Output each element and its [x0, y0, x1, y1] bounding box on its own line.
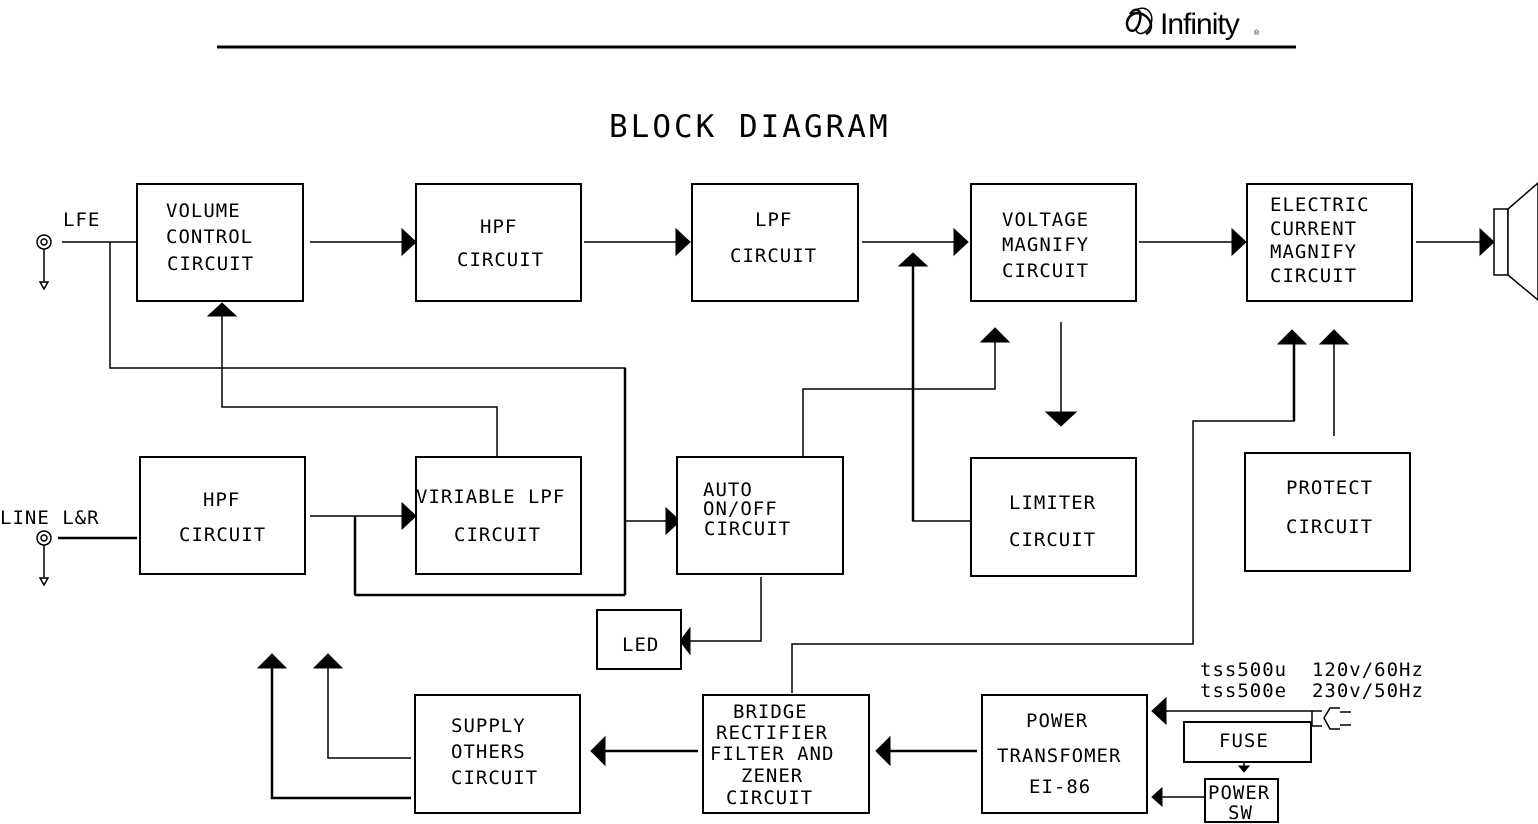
- arrow-right-icon: [401, 501, 417, 531]
- block-bridge-rectifier: BRIDGE RECTIFIER FILTER AND ZENER CIRCUI…: [702, 694, 870, 814]
- power-plug-icon: [1323, 707, 1351, 730]
- svg-text:MAGNIFY: MAGNIFY: [1002, 234, 1089, 256]
- arrow-down-icon: [1044, 411, 1078, 427]
- arrow-up-icon: [206, 302, 238, 317]
- svg-text:CIRCUIT: CIRCUIT: [1002, 260, 1089, 282]
- power-spec-us: tss500u 120v/60Hz: [1200, 659, 1424, 681]
- wire-supply-out2: [270, 668, 411, 800]
- arrow-up-icon: [256, 653, 288, 669]
- svg-text:VOLUME: VOLUME: [166, 200, 241, 222]
- block-limiter: LIMITER CIRCUIT: [970, 457, 1137, 577]
- block-auto-onoff: AUTO ON/OFF CIRCUIT: [676, 456, 844, 575]
- svg-text:CIRCUIT: CIRCUIT: [179, 524, 266, 546]
- block-hpf-bottom: HPF CIRCUIT: [139, 456, 306, 575]
- svg-text:CIRCUIT: CIRCUIT: [167, 253, 254, 275]
- svg-text:OTHERS: OTHERS: [451, 741, 526, 763]
- line-input-label: LINE L&R: [0, 507, 100, 529]
- brand-logo: Infinity ®: [1125, 7, 1260, 41]
- svg-text:FILTER AND: FILTER AND: [710, 743, 834, 765]
- lfe-jack-icon: [36, 234, 52, 291]
- arrow-left-icon: [1151, 786, 1163, 808]
- block-hpf-top: HPF CIRCUIT: [415, 183, 582, 302]
- arrowheads: [206, 227, 1495, 808]
- brand-name: Infinity: [1160, 8, 1240, 41]
- svg-text:HPF: HPF: [203, 489, 240, 511]
- svg-text:HPF: HPF: [480, 216, 517, 238]
- block-volume-control: VOLUME CONTROL CIRCUIT: [136, 183, 304, 302]
- arrow-up-icon: [897, 252, 929, 267]
- block-power-transformer: POWER TRANSFOMER EI-86: [981, 694, 1148, 814]
- svg-text:ZENER: ZENER: [741, 765, 803, 787]
- svg-text:ON/OFF: ON/OFF: [703, 498, 778, 520]
- svg-text:BRIDGE: BRIDGE: [733, 701, 808, 723]
- arrow-right-icon: [665, 506, 681, 536]
- svg-text:CURRENT: CURRENT: [1270, 218, 1357, 240]
- lfe-input-label: LFE: [63, 209, 100, 231]
- svg-text:CONTROL: CONTROL: [166, 226, 253, 248]
- wire-auto-led: [690, 577, 762, 642]
- arrow-left-icon: [1151, 696, 1167, 726]
- block-protect: PROTECT CIRCUIT: [1244, 452, 1411, 572]
- arrow-up-icon: [1318, 329, 1350, 345]
- svg-text:POWER: POWER: [1026, 710, 1088, 732]
- arrow-right-icon: [675, 227, 691, 257]
- svg-text:CIRCUIT: CIRCUIT: [451, 767, 538, 789]
- arrow-up-icon: [312, 653, 344, 669]
- wire-limiter-feedback: [912, 266, 970, 522]
- svg-text:CIRCUIT: CIRCUIT: [1009, 529, 1096, 551]
- block-supply-others: SUPPLY OTHERS CIRCUIT: [414, 694, 581, 814]
- registered-mark: ®: [1254, 29, 1260, 37]
- svg-text:LPF: LPF: [755, 209, 792, 231]
- svg-text:POWER: POWER: [1208, 782, 1270, 804]
- svg-text:SW: SW: [1228, 802, 1253, 824]
- svg-text:CIRCUIT: CIRCUIT: [1270, 265, 1357, 287]
- block-voltage-magnify: VOLTAGE MAGNIFY CIRCUIT: [970, 183, 1137, 302]
- svg-text:TRANSFOMER: TRANSFOMER: [997, 745, 1121, 767]
- svg-text:PROTECT: PROTECT: [1286, 477, 1373, 499]
- svg-text:RECTIFIER: RECTIFIER: [716, 722, 828, 744]
- svg-text:MAGNIFY: MAGNIFY: [1270, 241, 1357, 263]
- svg-text:ELECTRIC: ELECTRIC: [1270, 194, 1370, 216]
- arrow-left-icon: [679, 626, 691, 656]
- block-electric-current-magnify: ELECTRIC CURRENT MAGNIFY CIRCUIT: [1246, 183, 1413, 302]
- speaker-icon: [1493, 182, 1538, 301]
- wire-varlpf-volume: [221, 315, 498, 457]
- svg-text:VIRIABLE LPF: VIRIABLE LPF: [416, 486, 565, 508]
- arrow-up-icon: [979, 327, 1011, 343]
- svg-text:LIMITER: LIMITER: [1009, 492, 1096, 514]
- arrow-left-icon: [875, 735, 891, 767]
- connections: [58, 241, 1480, 800]
- svg-text:EI-86: EI-86: [1029, 776, 1091, 798]
- block-lpf: LPF CIRCUIT: [691, 183, 859, 302]
- arrow-right-icon: [1479, 227, 1495, 257]
- arrow-down-icon: [1237, 765, 1251, 773]
- svg-text:SUPPLY: SUPPLY: [451, 715, 526, 737]
- block-led: LED: [596, 609, 682, 670]
- svg-text:VOLTAGE: VOLTAGE: [1002, 209, 1089, 231]
- wire-auto-voltage: [802, 342, 996, 457]
- power-spec-eu: tss500e 230v/50Hz: [1200, 680, 1424, 702]
- line-jack-icon: [36, 530, 52, 587]
- arrow-right-icon: [401, 227, 417, 257]
- page-title: BLOCK DIAGRAM: [609, 109, 891, 145]
- arrow-up-icon: [1276, 329, 1308, 345]
- svg-text:LED: LED: [622, 634, 659, 656]
- block-fuse: FUSE: [1183, 721, 1312, 763]
- svg-text:CIRCUIT: CIRCUIT: [454, 524, 541, 546]
- svg-text:FUSE: FUSE: [1219, 730, 1269, 752]
- wire-supply-out1: [327, 668, 411, 759]
- arrow-right-icon: [953, 227, 969, 257]
- block-power-switch: POWER SW: [1204, 778, 1279, 824]
- arrow-right-icon: [1231, 227, 1247, 257]
- block-variable-lpf: VIRIABLE LPF CIRCUIT: [415, 456, 582, 575]
- svg-text:CIRCUIT: CIRCUIT: [730, 245, 817, 267]
- svg-text:CIRCUIT: CIRCUIT: [726, 787, 813, 809]
- arrow-left-icon: [590, 735, 606, 767]
- svg-text:CIRCUIT: CIRCUIT: [1286, 516, 1373, 538]
- infinity-logo-icon: [1125, 7, 1153, 36]
- svg-text:CIRCUIT: CIRCUIT: [457, 249, 544, 271]
- svg-text:AUTO: AUTO: [703, 479, 753, 501]
- svg-text:CIRCUIT: CIRCUIT: [704, 518, 791, 540]
